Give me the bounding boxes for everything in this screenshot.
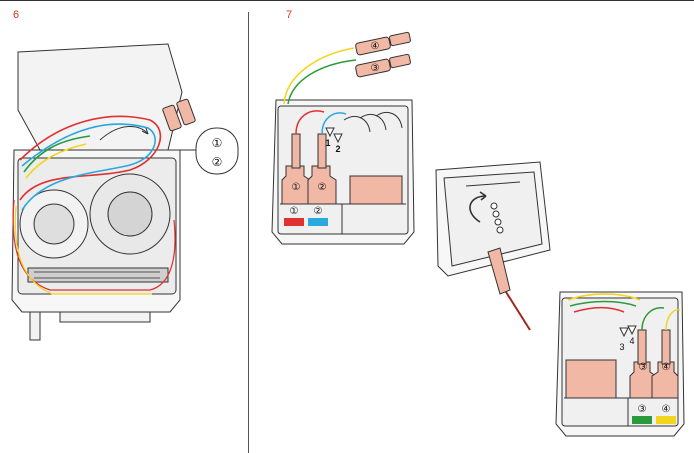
step-7-number: 7 [286, 9, 293, 21]
step-7-left-fibres [283, 47, 357, 135]
fiber-label-3: ③ [639, 362, 648, 373]
route-label-1: 1 [325, 138, 330, 148]
fiber-green [23, 135, 91, 173]
fiber-green [569, 300, 637, 307]
step-7-right-tray [555, 291, 685, 437]
fiber-yellow-4 [665, 308, 681, 331]
step-6-illustration [11, 43, 183, 341]
connector-boot-3 [637, 329, 647, 365]
step-7-right-fibres [567, 293, 681, 331]
right-spool-hub [107, 191, 153, 237]
connector-3-tip [389, 53, 411, 69]
step-divider [248, 12, 249, 453]
adapter-empty [349, 175, 403, 205]
rotate-arrowhead [479, 191, 487, 201]
fiber-blue [21, 123, 156, 211]
tray-label-1: ① [290, 206, 299, 217]
fiber-yellow [283, 47, 355, 105]
route-label-4: 4 [629, 336, 634, 346]
adapter-2 [307, 165, 337, 205]
connector-boot-1 [291, 133, 301, 169]
box-lid [17, 43, 183, 151]
fiber-blue [321, 112, 347, 135]
splice-holder [27, 267, 169, 283]
routing-arrowhead [141, 127, 149, 135]
tag-yellow [656, 416, 676, 424]
callout-bubble [195, 127, 239, 175]
top-rule [0, 0, 694, 1]
lid-screw [492, 210, 500, 218]
lid-slot [465, 181, 521, 187]
connector-4-tip [389, 31, 411, 47]
step-7-left-tray [271, 99, 415, 245]
fiber-red [19, 115, 162, 201]
connector-2 [176, 98, 196, 126]
fiber-yellow [567, 293, 641, 301]
lid-screw [490, 202, 498, 210]
tag-green [632, 416, 652, 424]
fiber-loop-red [12, 199, 176, 291]
cable-entry-plate [59, 311, 151, 323]
screwdriver-shaft [505, 291, 531, 331]
fiber-label-2: ② [318, 182, 327, 193]
fiber-red [573, 306, 625, 313]
guide-arc [375, 112, 403, 129]
tray-label-4: ④ [662, 404, 671, 415]
route-label-3: 3 [619, 342, 624, 352]
tray-label-3: ③ [638, 404, 647, 415]
connector-label-3: ③ [371, 63, 380, 74]
step-6-number: 6 [13, 9, 20, 21]
step-7-left-labels: ① ② 1 2 ① ② [290, 127, 343, 217]
step-6-callout: ① ② [160, 127, 239, 175]
route-arrow-1 [325, 127, 335, 138]
step-6-connectors [162, 98, 196, 132]
route-arrow-4 [627, 325, 637, 336]
route-label-2: 2 [335, 144, 340, 154]
routing-arrow [99, 126, 149, 141]
screwdriver-handle [487, 247, 511, 295]
cable-entry [29, 311, 41, 341]
connector-label-4: ④ [371, 41, 380, 52]
fiber-loop-yellow [14, 205, 152, 295]
step-7-loose-connectors: ④ ③ [355, 31, 411, 78]
callout-1: ① [212, 136, 223, 150]
screwdriver [487, 247, 531, 331]
tag-blue [308, 218, 328, 226]
adapter-left [565, 359, 617, 399]
lid-screw [494, 218, 502, 226]
connector-4 [355, 36, 391, 56]
fiber-yellow [25, 143, 87, 179]
tag-red [284, 218, 304, 226]
lid-inner [443, 171, 543, 267]
fiber-green-3 [641, 307, 665, 331]
callout-2: ② [212, 155, 223, 169]
step-7-lid [435, 161, 551, 277]
connector-3 [355, 58, 391, 78]
connector-1 [162, 104, 182, 132]
route-arrow-2 [333, 133, 343, 144]
fiber-label-1: ① [292, 182, 301, 193]
step-6-fibres [12, 115, 176, 295]
route-arrow-3 [619, 327, 629, 338]
rotate-arrow [469, 195, 487, 223]
fiber-red [295, 110, 325, 135]
left-spool-hub [33, 203, 75, 245]
step-7-right-labels: 3 4 ③ ④ ③ ④ [619, 325, 671, 415]
tray-label-2: ② [314, 206, 323, 217]
fiber-label-4: ④ [662, 362, 671, 373]
lid-screw [496, 226, 504, 234]
connector-boot-4 [661, 329, 671, 365]
fiber-green [287, 59, 357, 105]
adapter-4 [651, 361, 679, 399]
